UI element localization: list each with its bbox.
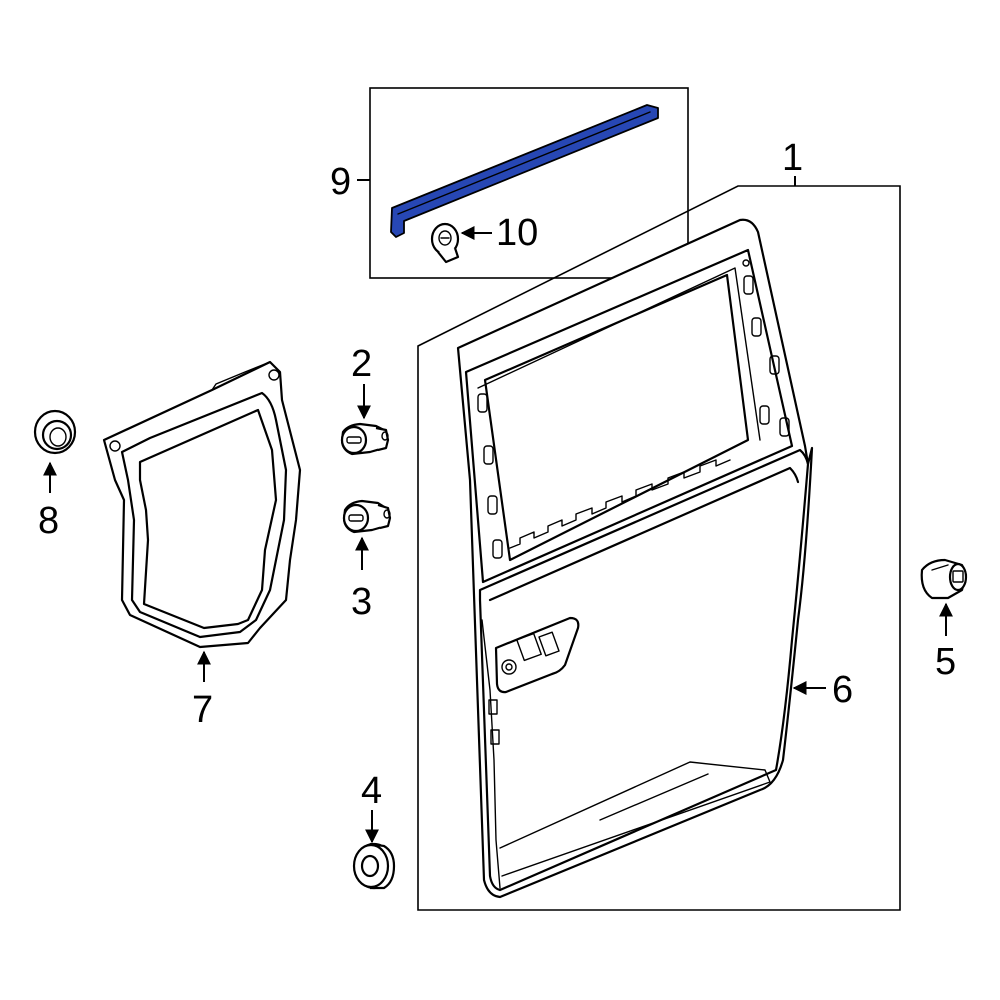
- callout-2: 2: [351, 343, 372, 385]
- callout-7: 7: [192, 689, 213, 731]
- part-3-bumper[interactable]: [342, 499, 392, 570]
- part-8-grommet[interactable]: [33, 409, 77, 493]
- inset-box-9-10: [357, 87, 689, 279]
- weatherstrip-shape[interactable]: [390, 104, 659, 238]
- callout-10: 10: [496, 212, 538, 254]
- part-2-bumper[interactable]: [340, 384, 390, 456]
- assembly-box-1: [417, 176, 901, 911]
- part-10-clip[interactable]: [430, 222, 492, 264]
- callout-8: 8: [38, 500, 59, 542]
- callout-5: 5: [935, 641, 956, 683]
- part-6-door-shell[interactable]: [456, 218, 826, 899]
- part-7-gasket[interactable]: [102, 360, 302, 682]
- callout-4: 4: [361, 770, 382, 812]
- callout-1: 1: [782, 137, 803, 179]
- part-9-weatherstrip[interactable]: [390, 104, 659, 238]
- callout-3: 3: [351, 581, 372, 623]
- callout-6: 6: [832, 669, 853, 711]
- callout-9: 9: [330, 161, 351, 203]
- part-4-spacer[interactable]: [352, 810, 396, 890]
- part-5-clip[interactable]: [920, 558, 968, 636]
